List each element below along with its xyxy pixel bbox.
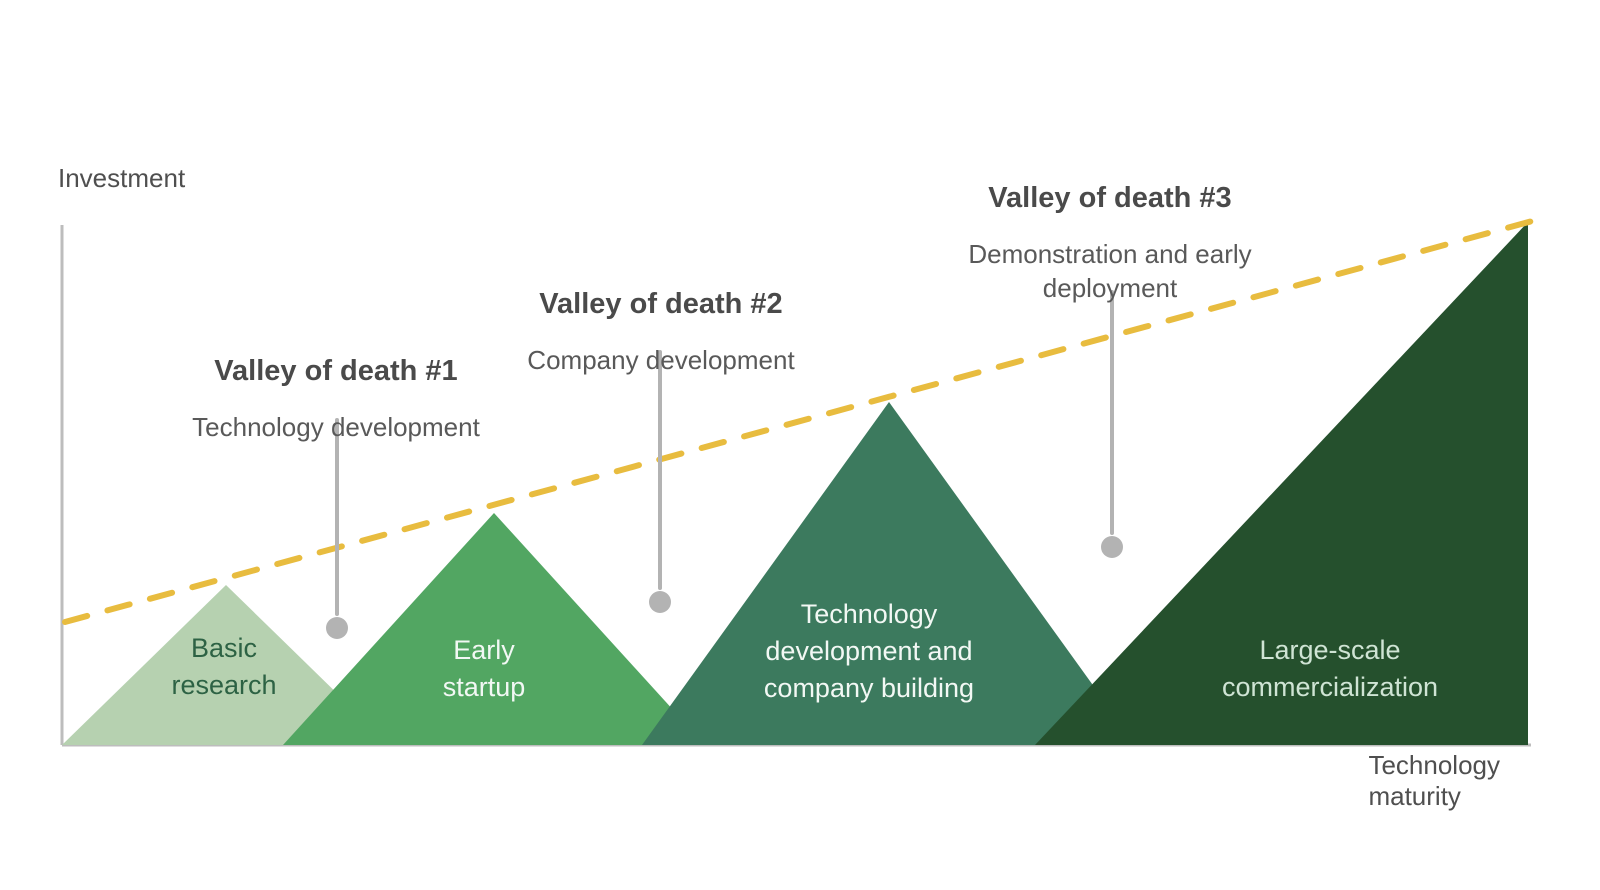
- valley-2-subtitle: Company development: [527, 345, 795, 376]
- valley-2-title: Valley of death #2: [539, 288, 783, 320]
- mountain-tech-development-company-building: [642, 402, 1136, 745]
- mountain-tech-development-label: Technology development and company build…: [763, 599, 975, 703]
- mountain-basic-research-label: Basic research: [171, 633, 277, 700]
- valley-1-annotation: Valley of death #1 Technology developmen…: [192, 335, 480, 463]
- mountain-large-scale-label: Large-scale commercialization: [1221, 635, 1439, 702]
- valley-3-title: Valley of death #3: [988, 182, 1232, 214]
- mountain-basic-research: [62, 585, 390, 745]
- valley-3-annotation: Valley of death #3 Demonstration and ear…: [968, 162, 1251, 324]
- valley-2-annotation: Valley of death #2 Company development: [527, 268, 794, 396]
- valley-3-pointer-dot: [1101, 536, 1123, 558]
- valley-1-title: Valley of death #1: [214, 355, 458, 387]
- mountain-early-startup-label: Early startup: [442, 635, 526, 702]
- investment-trend-dashed-line: [62, 214, 1550, 625]
- valley-2-pointer-dot: [649, 591, 671, 613]
- valley-1-subtitle: Technology development: [192, 412, 480, 443]
- valley-3-subtitle: Demonstration and early deployment: [968, 239, 1252, 304]
- valley-1-pointer-dot: [326, 617, 348, 639]
- x-axis-label: Technology maturity: [1368, 750, 1500, 811]
- mountain-large-scale-commercialization: [1035, 222, 1528, 745]
- y-axis-label: Investment: [58, 163, 186, 193]
- mountain-early-startup: [283, 513, 705, 745]
